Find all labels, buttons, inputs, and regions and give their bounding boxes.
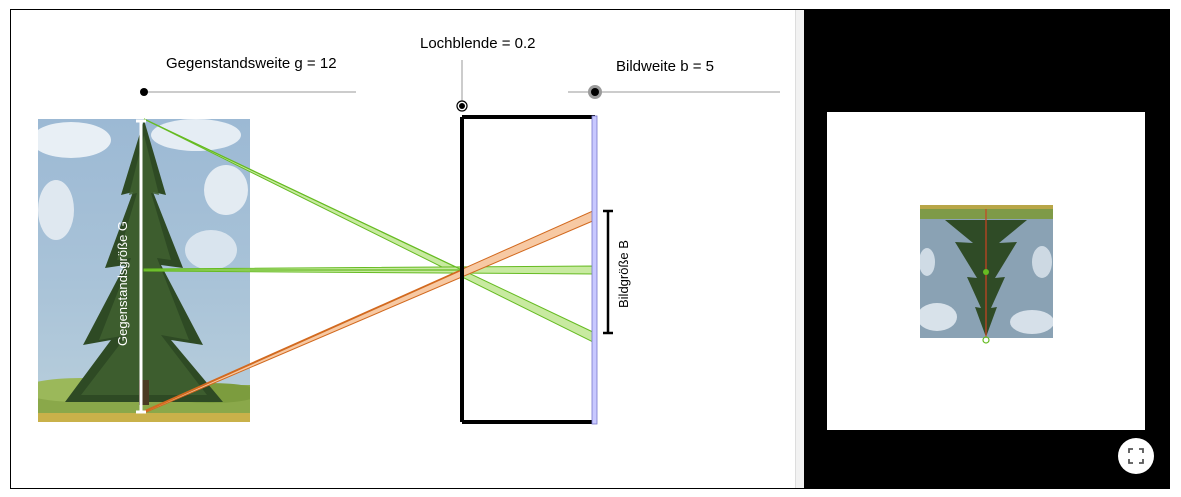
image-screen bbox=[591, 115, 598, 425]
fullscreen-icon bbox=[1128, 448, 1144, 464]
view-divider[interactable] bbox=[795, 10, 804, 488]
gegenstandsweite-label: Gegenstandsweite g = 12 bbox=[166, 55, 337, 72]
gegenstandsweite-slider[interactable] bbox=[140, 88, 356, 96]
pinhole-camera-diagram: Gegenstandsgröße G Bildgröße B Gegenstan… bbox=[38, 35, 780, 425]
camera-box bbox=[460, 115, 595, 424]
side-graphics-view bbox=[804, 10, 1169, 488]
image-size-bar bbox=[603, 209, 613, 335]
lochblende-label: Lochblende = 0.2 bbox=[420, 35, 536, 52]
bildweite-slider[interactable] bbox=[568, 85, 780, 99]
bildweite-label: Bildweite b = 5 bbox=[616, 58, 714, 75]
object-size-bar bbox=[136, 119, 146, 414]
main-graphics-view[interactable]: Gegenstandsgröße G Bildgröße B Gegenstan… bbox=[11, 10, 803, 488]
fullscreen-button[interactable] bbox=[1118, 438, 1154, 474]
gegenstandsweite-slider-handle[interactable] bbox=[140, 88, 148, 96]
image-preview-panel bbox=[827, 112, 1145, 430]
gegenstandsgroesse-label: Gegenstandsgröße G bbox=[115, 221, 130, 346]
app-frame: Gegenstandsgröße G Bildgröße B Gegenstan… bbox=[10, 9, 1170, 489]
lochblende-slider[interactable] bbox=[456, 60, 468, 112]
bildgroesse-label: Bildgröße B bbox=[616, 240, 631, 308]
projected-image bbox=[920, 205, 1053, 344]
light-rays bbox=[143, 118, 596, 414]
